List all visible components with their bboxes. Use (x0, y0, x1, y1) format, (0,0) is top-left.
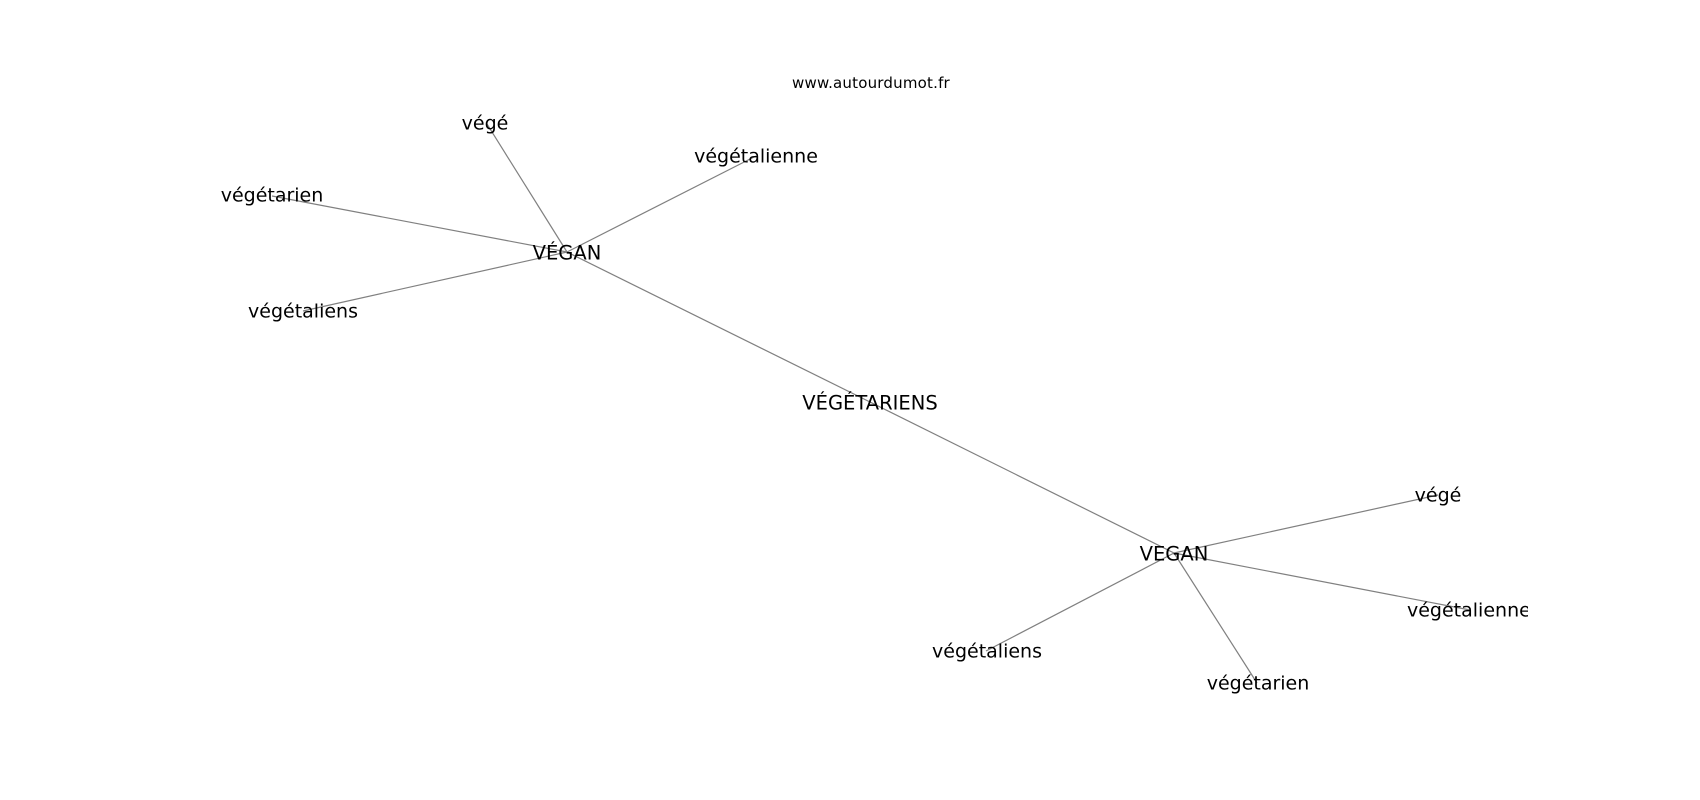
edge-center-vegan-accent (566, 251, 871, 403)
edge-vegan-vege (1173, 494, 1439, 554)
node-vegetalienne-a: végétalienne (694, 145, 818, 168)
edge-vegan-accent-vegetalienne (566, 155, 757, 253)
node-vegetalienne-b: végétalienne (1407, 599, 1531, 622)
node-vegan-accent: VÉGAN (532, 241, 602, 265)
node-vegan: VEGAN (1139, 542, 1209, 566)
node-vege-a: végé (461, 112, 509, 135)
graph-edges (271, 123, 1471, 684)
edge-vegan-vegetalienne (1173, 552, 1471, 611)
edge-vegan-vegetarien (1173, 552, 1258, 684)
node-vegetarien-b: végétarien (1206, 672, 1310, 695)
edge-vegan-accent-vegetaliens (302, 251, 568, 312)
node-vegetariens: VÉGÉTARIENS (802, 391, 938, 415)
edge-vegan-vegetaliens (985, 552, 1175, 652)
edge-vegan-accent-vegetarien (271, 195, 568, 253)
node-vegetaliens-b: végétaliens (932, 640, 1042, 663)
node-vegetaliens-a: végétaliens (248, 300, 358, 323)
node-vege-b: végé (1414, 484, 1462, 507)
plot-clip-edge (1528, 0, 1700, 800)
edge-center-vegan (869, 401, 1175, 554)
source-watermark: www.autourdumot.fr (792, 74, 950, 92)
node-vegetarien-a: végétarien (220, 184, 324, 207)
edge-vegan-accent-vege (486, 123, 568, 253)
